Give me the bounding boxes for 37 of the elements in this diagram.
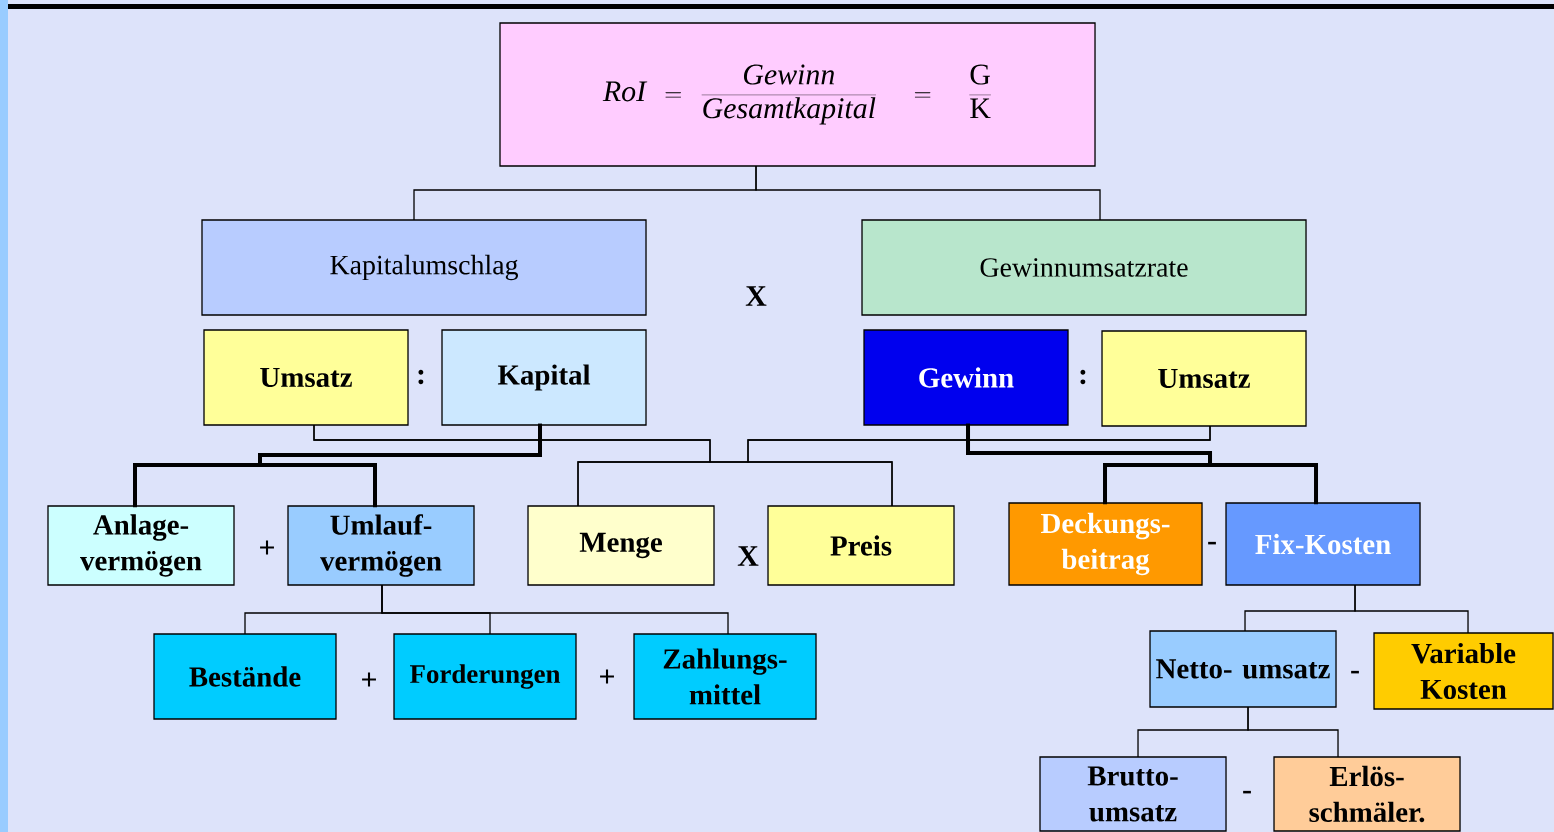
operator-sign: X [745, 286, 767, 306]
term-box: Gewinn [863, 329, 1069, 426]
term-box: Netto- umsatz [1149, 630, 1337, 708]
term-box: Forderungen [393, 633, 577, 720]
operator-sign: - [1351, 670, 1359, 674]
connector-line [381, 585, 729, 634]
operator-sign: : [1080, 369, 1086, 385]
term-box: Kapital [441, 329, 647, 426]
formula-box: $\mathit{RoI} = \frac{\mathit{Gewinn}}{\mathit{Gesamtkapital}} \;=\; \frac{\mathrm{G}}{\mathrm{K}}$ [499, 22, 1096, 167]
term-box: Preis [767, 505, 955, 586]
connector-line [755, 166, 1101, 220]
term-box: Erlös- schmäler. [1273, 756, 1461, 832]
operator-sign: + [600, 669, 614, 684]
term-box: Brutto- umsatz [1039, 756, 1227, 832]
operator-sign: X [737, 546, 759, 566]
operator-sign: + [362, 672, 376, 687]
term-box: Zahlungs- mittel [633, 633, 817, 720]
operator-sign: + [260, 540, 274, 555]
term-box: Menge [527, 505, 715, 586]
term-box: Gewinnumsatzrate [861, 219, 1307, 316]
connector-line [966, 423, 1318, 505]
term-box: Variable Kosten [1373, 632, 1554, 710]
operator-sign: - [1243, 790, 1251, 794]
term-box: Deckungs- beitrag [1008, 502, 1203, 586]
term-box: Kapitalumschlag [201, 219, 647, 316]
term-box: Umsatz [1101, 330, 1307, 427]
term-box: Umsatz [203, 329, 409, 426]
connector-line [747, 426, 1211, 506]
connector-line [1354, 585, 1469, 633]
term-box: Bestände [153, 633, 337, 720]
connector-line [258, 423, 542, 508]
term-box: Fix-Kosten [1225, 502, 1421, 586]
operator-sign: : [418, 369, 424, 385]
connector-line [1247, 707, 1339, 757]
term-box: Anlage- vermögen [47, 505, 235, 586]
operator-sign: - [1208, 541, 1216, 545]
term-box: Umlauf- vermögen [287, 505, 475, 586]
